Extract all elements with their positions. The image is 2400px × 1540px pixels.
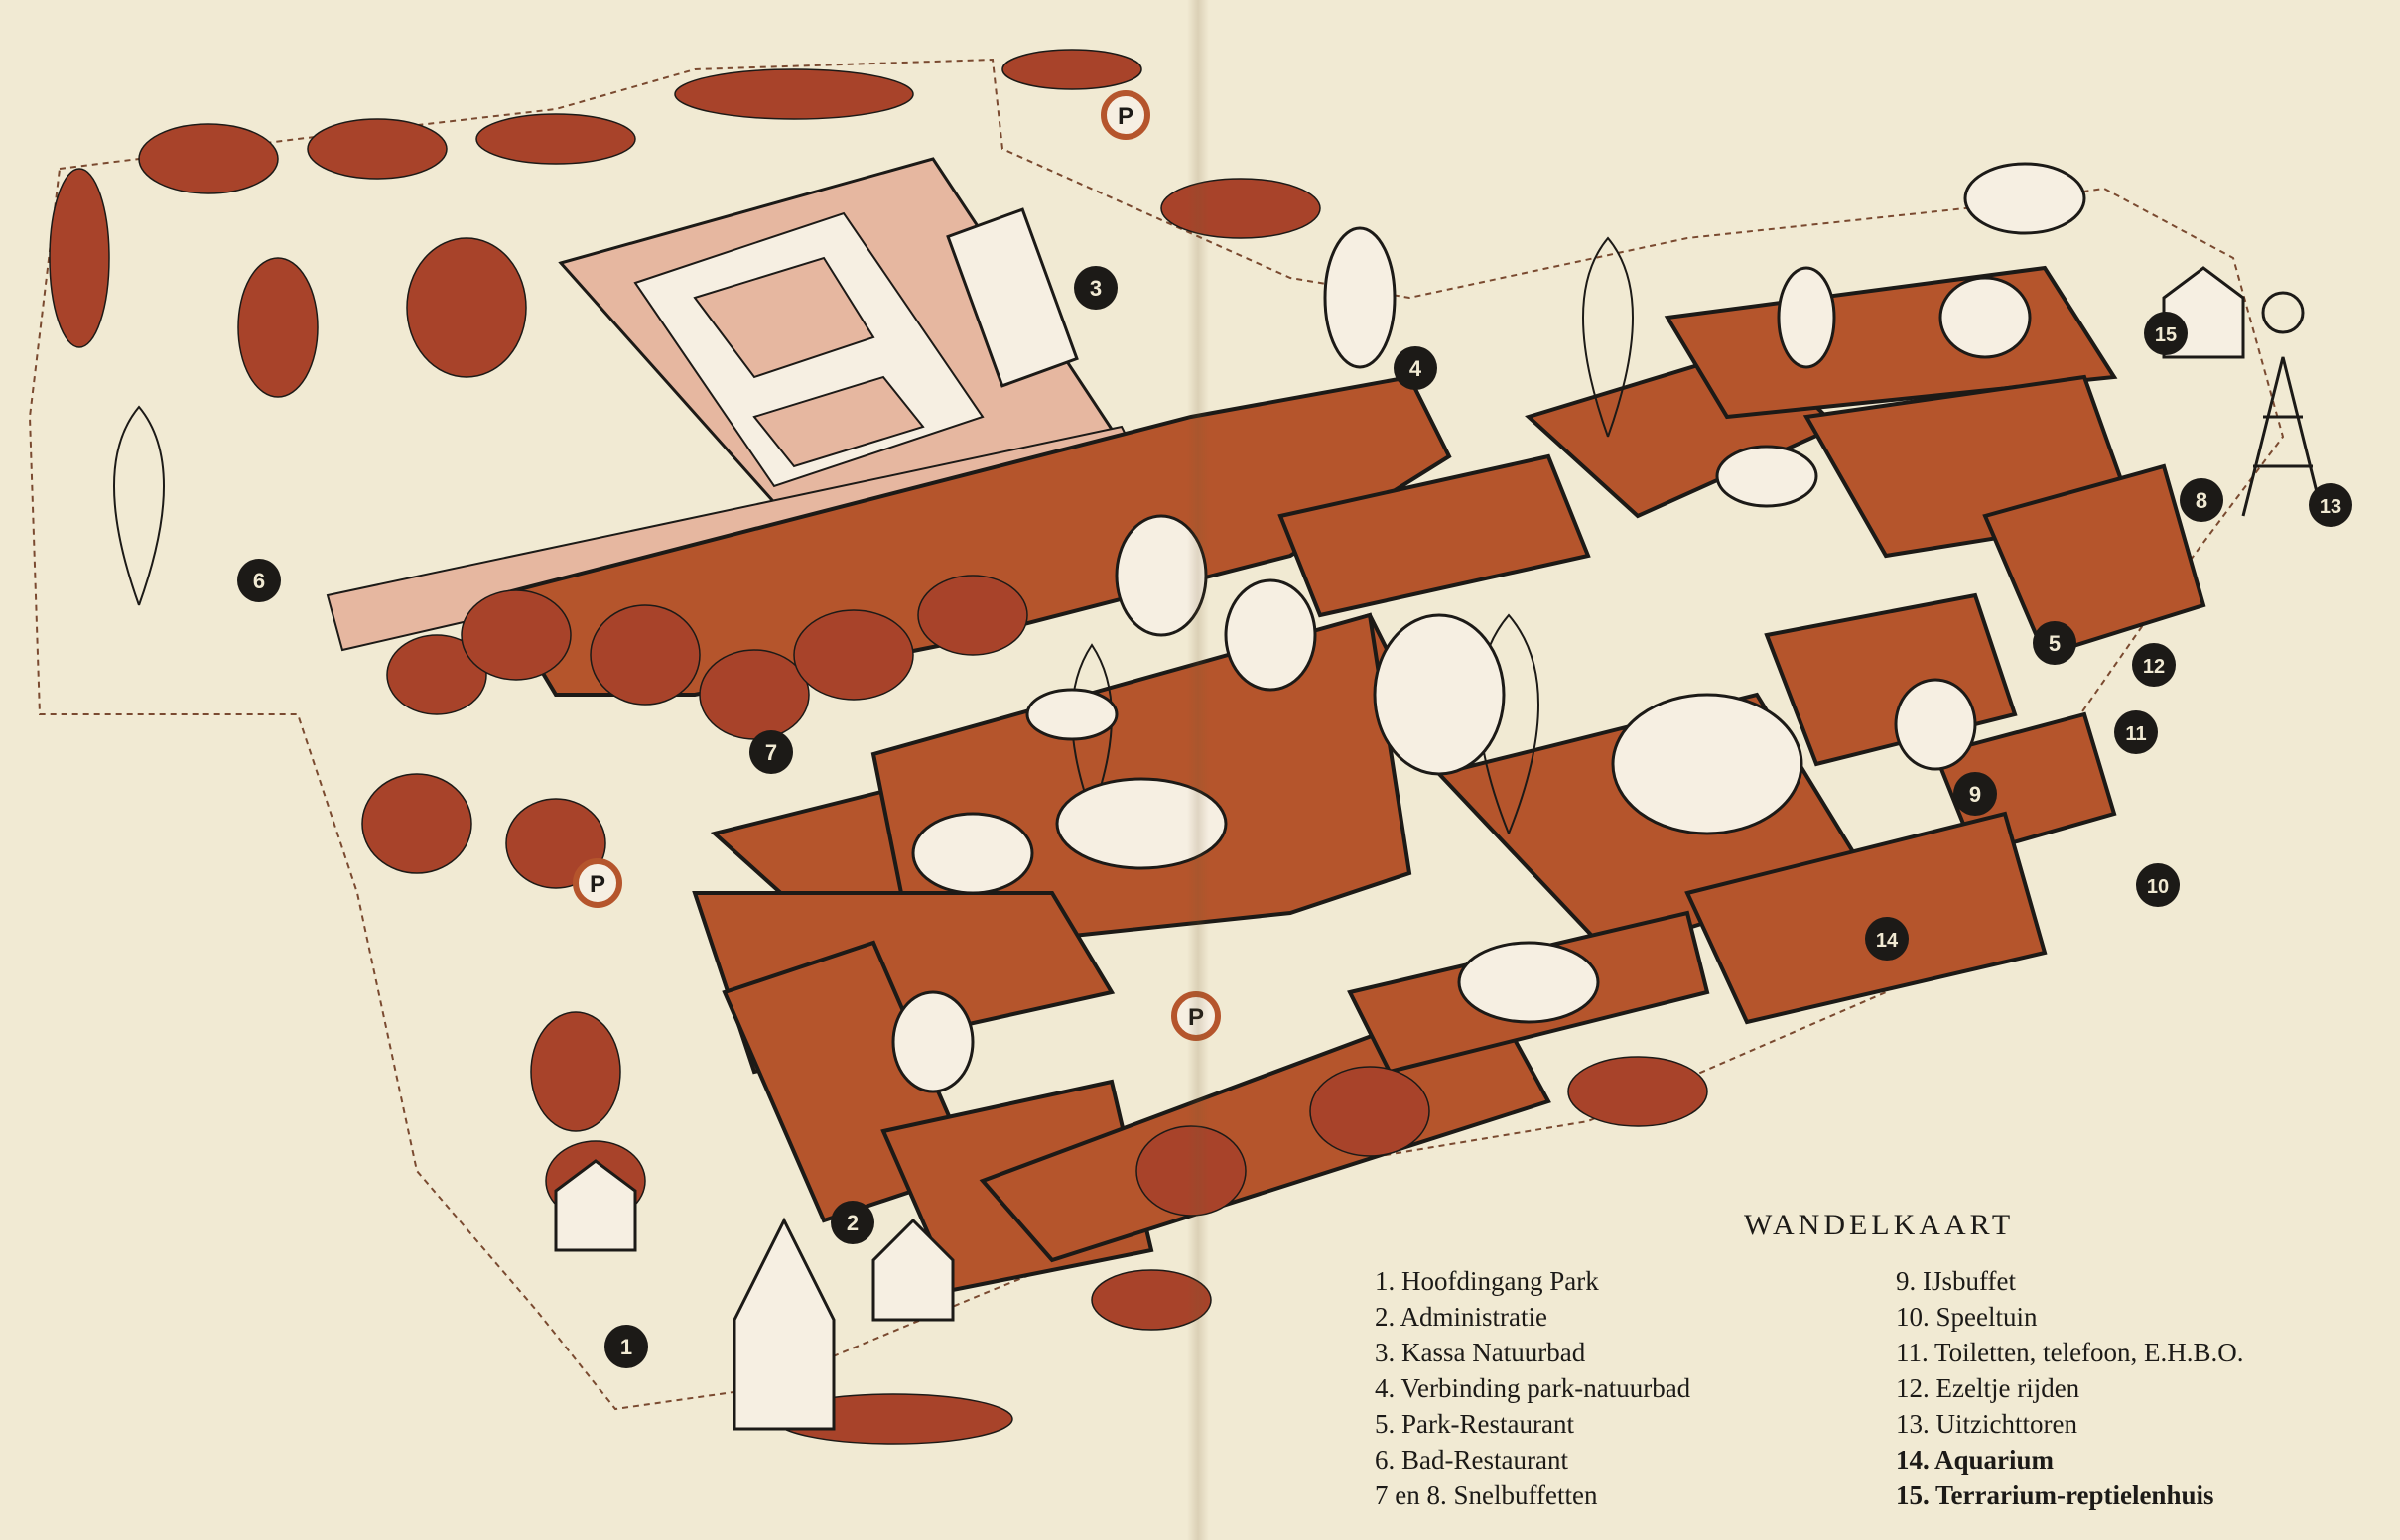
marker-12[interactable]: 12 bbox=[2132, 643, 2176, 687]
legend-item: 15. Terrarium-reptielenhuis bbox=[1896, 1480, 2214, 1510]
foliage bbox=[49, 49, 1708, 1445]
legend-item: 6. Bad-Restaurant bbox=[1375, 1445, 1568, 1475]
marker-7[interactable]: 7 bbox=[749, 730, 793, 774]
animal-icons bbox=[891, 162, 2086, 1093]
marker-14[interactable]: 14 bbox=[1865, 917, 1909, 961]
svg-text:9: 9 bbox=[1969, 782, 1981, 807]
parking-sign-left[interactable]: P bbox=[573, 858, 622, 908]
legend-item: 2. Administratie bbox=[1375, 1302, 1547, 1332]
svg-text:10: 10 bbox=[2147, 876, 2169, 898]
svg-text:P: P bbox=[1118, 103, 1133, 130]
svg-text:1: 1 bbox=[620, 1335, 632, 1359]
marker-6[interactable]: 6 bbox=[237, 559, 281, 602]
legend-column-right: 9. IJsbuffet 10. Speeltuin 11. Toiletten… bbox=[1896, 1263, 2244, 1513]
legend-item: 7 en 8. Snelbuffetten bbox=[1375, 1480, 1598, 1510]
svg-text:P: P bbox=[1188, 1004, 1204, 1031]
svg-text:13: 13 bbox=[2320, 496, 2341, 518]
legend-item: 13. Uitzichttoren bbox=[1896, 1409, 2077, 1439]
page-fold bbox=[1187, 0, 1209, 1540]
marker-10[interactable]: 10 bbox=[2136, 863, 2180, 907]
legend-item: 3. Kassa Natuurbad bbox=[1375, 1338, 1586, 1367]
legend-column-left: 1. Hoofdingang Park 2. Administratie 3. … bbox=[1375, 1263, 1690, 1513]
marker-8[interactable]: 8 bbox=[2180, 478, 2223, 522]
marker-5[interactable]: 5 bbox=[2033, 621, 2076, 665]
legend-item: 1. Hoofdingang Park bbox=[1375, 1266, 1599, 1296]
svg-text:4: 4 bbox=[1409, 356, 1422, 381]
svg-text:14: 14 bbox=[1876, 930, 1899, 952]
svg-text:3: 3 bbox=[1090, 276, 1102, 301]
svg-text:7: 7 bbox=[765, 740, 777, 765]
marker-4[interactable]: 4 bbox=[1394, 346, 1437, 390]
marker-3[interactable]: 3 bbox=[1074, 266, 1118, 310]
svg-text:5: 5 bbox=[2049, 631, 2061, 656]
legend-item: 14. Aquarium bbox=[1896, 1445, 2055, 1475]
svg-text:11: 11 bbox=[2125, 723, 2146, 745]
legend-item: 9. IJsbuffet bbox=[1896, 1266, 2016, 1296]
svg-text:12: 12 bbox=[2143, 656, 2165, 678]
svg-text:15: 15 bbox=[2155, 324, 2177, 346]
marker-13[interactable]: 13 bbox=[2309, 483, 2352, 527]
marker-11[interactable]: 11 bbox=[2114, 710, 2158, 754]
svg-text:8: 8 bbox=[2196, 488, 2207, 513]
legend-item: 10. Speeltuin bbox=[1896, 1302, 2038, 1332]
marker-15[interactable]: 15 bbox=[2144, 312, 2188, 355]
park-boundary bbox=[28, 58, 2285, 1411]
marker-2[interactable]: 2 bbox=[831, 1201, 874, 1244]
legend-item: 11. Toiletten, telefoon, E.H.B.O. bbox=[1896, 1338, 2244, 1367]
parking-sign-top[interactable]: P bbox=[1101, 90, 1150, 140]
svg-text:6: 6 bbox=[253, 569, 265, 593]
parking-sign-bottom[interactable]: P bbox=[1171, 991, 1221, 1041]
legend-item: 5. Park-Restaurant bbox=[1375, 1409, 1574, 1439]
lookout-tower-icon bbox=[2241, 291, 2325, 517]
marker-1[interactable]: 1 bbox=[604, 1325, 648, 1368]
legend-title: WANDELKAART bbox=[1744, 1209, 2015, 1241]
legend-item: 4. Verbinding park-natuurbad bbox=[1375, 1373, 1691, 1403]
marker-9[interactable]: 9 bbox=[1953, 772, 1997, 816]
svg-text:2: 2 bbox=[847, 1211, 859, 1235]
svg-text:P: P bbox=[590, 871, 605, 898]
building-icons bbox=[554, 266, 2245, 1431]
legend-item: 12. Ezeltje rijden bbox=[1896, 1373, 2080, 1403]
